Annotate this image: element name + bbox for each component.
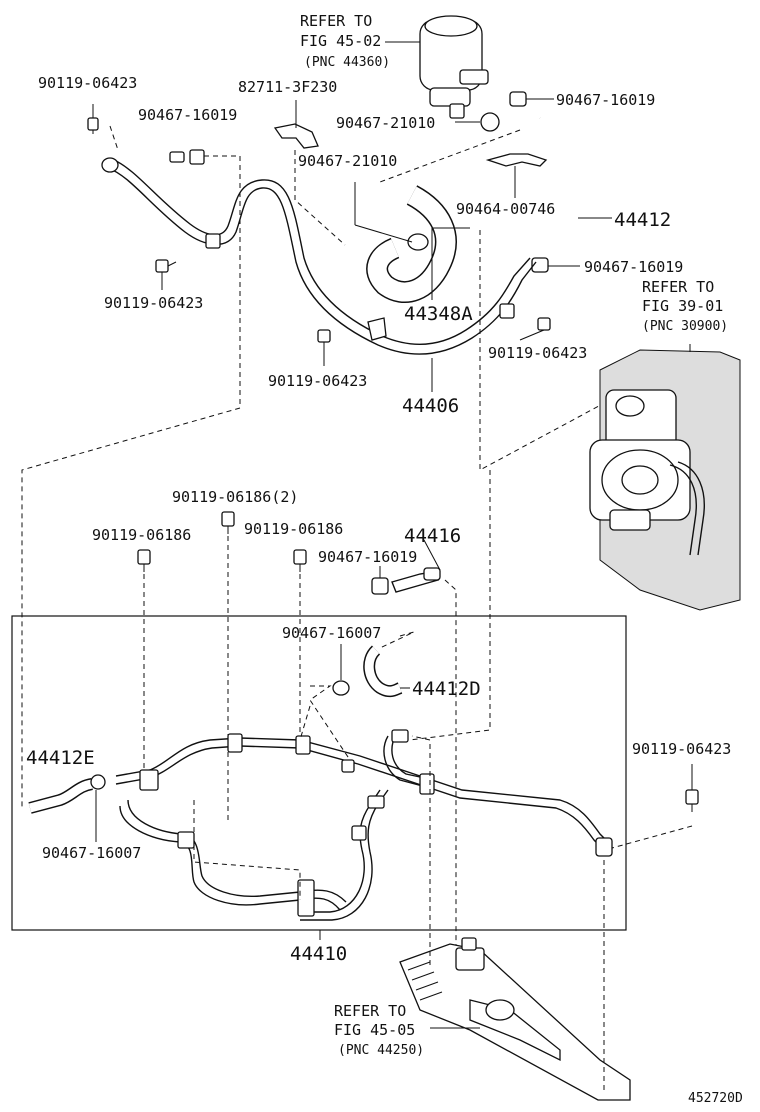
- ref-gear-line1: REFER TO: [334, 1002, 406, 1020]
- pressure-tube-44406: [107, 159, 537, 355]
- cooler-assembly-frame: [11, 615, 627, 931]
- bolt-pump-icon: [537, 317, 551, 331]
- ref-reservoir-line3: (PNC 44360): [304, 55, 390, 70]
- tube-bracket-right-icon: [499, 303, 515, 319]
- reservoir-hose-clamp-icon: [480, 112, 500, 132]
- bolt-2-icon: [221, 511, 235, 534]
- label-clip-44416: 90467-16019: [318, 548, 417, 566]
- diagram-id: 452720D: [688, 1091, 743, 1106]
- grommet-icon: [273, 123, 319, 149]
- bolt-a-icon: [137, 549, 151, 572]
- hose-44412e: [28, 774, 106, 814]
- bolt-b-icon: [293, 549, 307, 572]
- label-clip-tl: 90467-16019: [138, 106, 237, 124]
- label-bolt-tl: 90119-06423: [38, 74, 137, 92]
- label-clip-res: 90467-16019: [556, 91, 655, 109]
- label-cooler-44410: 44410: [290, 943, 347, 965]
- bolt-left-icon: [155, 259, 177, 273]
- hose-44348a: [366, 185, 457, 303]
- bolt-right-icon: [685, 789, 699, 812]
- ref-pump-line1: REFER TO: [642, 278, 714, 296]
- ref-gear-line2: FIG 45-05: [334, 1021, 415, 1039]
- label-hose-44416: 44416: [404, 525, 461, 547]
- bolt-tl-icon: [87, 117, 99, 134]
- label-clip-e: 90467-16007: [42, 844, 141, 862]
- label-clip-d: 90467-16007: [282, 624, 381, 642]
- hose-44416: [371, 567, 441, 595]
- label-bolt-2: 90119-06186(2): [172, 488, 298, 506]
- bolt-mid-icon: [317, 329, 331, 343]
- reservoir-clip-icon: [509, 91, 527, 107]
- label-hose-44412: 44412: [614, 209, 671, 231]
- pump-hose-clip-icon: [531, 257, 549, 273]
- label-hose-44348a: 44348A: [404, 303, 473, 325]
- label-bolt-left: 90119-06423: [104, 294, 203, 312]
- tube-end-fitting-icon: [101, 151, 185, 173]
- cooler-tube-44410: [115, 729, 613, 921]
- label-hose-44412d: 44412D: [412, 678, 481, 700]
- tube-bracket-left-icon: [205, 233, 221, 249]
- reservoir-tank: [419, 15, 489, 119]
- label-clip-pump: 90467-16019: [584, 258, 683, 276]
- steering-gear-rack: [399, 937, 631, 1101]
- label-clip-r: 90464-00746: [456, 200, 555, 218]
- label-bolt-mid: 90119-06423: [268, 372, 367, 390]
- label-bolt-pump: 90119-06423: [488, 344, 587, 362]
- label-bolt-right: 90119-06423: [632, 740, 731, 758]
- tube-bracket-mid-icon: [367, 317, 387, 341]
- label-grommet: 82711-3F230: [238, 78, 337, 96]
- power-steering-pump: [589, 349, 741, 611]
- hose-44412: [537, 114, 580, 265]
- tube-clip-icon: [189, 149, 205, 165]
- ref-pump-line3: (PNC 30900): [642, 319, 728, 334]
- ref-pump-line2: FIG 39-01: [642, 297, 723, 315]
- label-tube-44406: 44406: [402, 395, 459, 417]
- label-bolt-a: 90119-06186: [92, 526, 191, 544]
- label-bolt-b: 90119-06186: [244, 520, 343, 538]
- label-hose-44412e: 44412E: [26, 747, 95, 769]
- label-clamp-res: 90467-21010: [336, 114, 435, 132]
- hose-clip-bracket-icon: [485, 153, 548, 198]
- hose-44412d: [332, 645, 403, 698]
- ref-reservoir-line1: REFER TO: [300, 12, 372, 30]
- ref-reservoir-line2: FIG 45-02: [300, 32, 381, 50]
- ref-gear-line3: (PNC 44250): [338, 1043, 424, 1058]
- label-clamp-mid: 90467-21010: [298, 152, 397, 170]
